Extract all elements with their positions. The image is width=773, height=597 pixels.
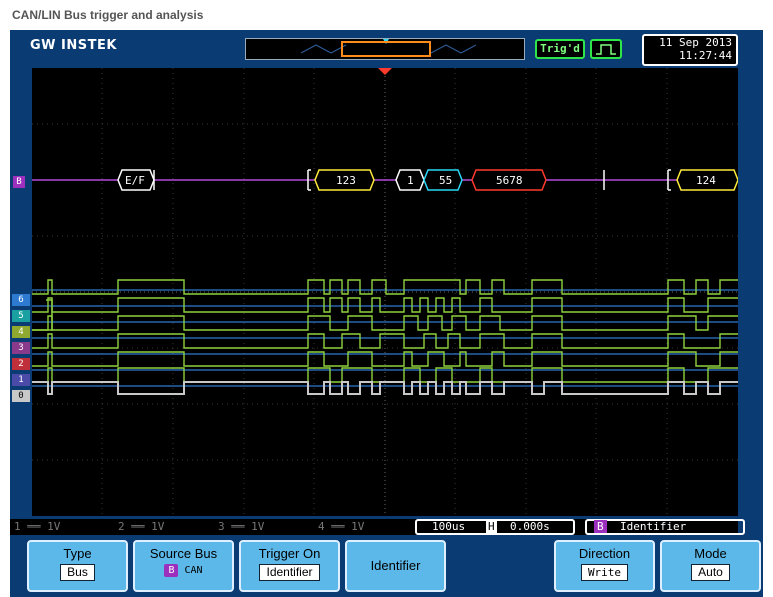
horizontal-icon: H (486, 520, 497, 533)
trigger-on-label: Trigger On (258, 546, 321, 561)
source-bus-value: CAN (184, 565, 203, 576)
waveform-screen[interactable] (32, 68, 738, 516)
decode-id2-label: 124 (696, 174, 716, 187)
bus-crc-frame (471, 169, 547, 191)
direction-value: Write (580, 564, 629, 581)
type-value: Bus (60, 564, 95, 581)
trigger-on-value: Identifier (259, 564, 320, 581)
identifier-menu-button[interactable]: Identifier (345, 540, 446, 592)
trigger-status-badge: Trig'd (535, 39, 585, 59)
decode-dlc-label: 1 (407, 174, 414, 187)
mode-value: Auto (691, 564, 730, 581)
channel-markers: 6 5 4 3 2 1 0 (12, 272, 30, 402)
trigger-pulse-icon (590, 39, 622, 59)
source-bus-menu-button[interactable]: Source Bus B CAN (133, 540, 234, 592)
mode-menu-button[interactable]: Mode Auto (660, 540, 761, 592)
time-text: 11:27:44 (679, 49, 732, 62)
ch1-status[interactable]: 1 ══ 1V (14, 520, 61, 533)
trigger-bus-badge: B (594, 520, 607, 533)
decode-data-label: 55 (439, 174, 453, 187)
type-menu-button[interactable]: Type Bus (27, 540, 128, 592)
trigger-source-box[interactable] (585, 519, 745, 535)
ch-marker-2[interactable]: 2 (12, 358, 30, 370)
timebase-value: 100us (432, 520, 466, 533)
bus-id2-frame (676, 169, 738, 191)
mode-label: Mode (694, 546, 727, 561)
memory-view-window[interactable] (341, 41, 431, 57)
bus-ef-frame (117, 169, 155, 191)
identifier-label: Identifier (370, 558, 421, 573)
channel-0-trace (32, 381, 738, 395)
date-time-display: 11 Sep 2013 11:27:44 (642, 34, 738, 66)
ch-marker-4[interactable]: 4 (12, 326, 30, 338)
position-value: 0.000s (510, 520, 550, 533)
bus-dlc-frame (395, 169, 425, 191)
date-text: 11 Sep 2013 (659, 36, 732, 49)
bus-b-marker[interactable]: B (13, 176, 25, 188)
decode-crc-label: 5678 (496, 174, 523, 187)
ch4-status[interactable]: 4 ══ 1V (318, 520, 365, 533)
ch-marker-6[interactable]: 6 (12, 294, 30, 306)
ch-marker-0[interactable]: 0 (12, 390, 30, 402)
ch3-status[interactable]: 3 ══ 1V (218, 520, 265, 533)
decode-ef-label: E/F (125, 174, 145, 187)
type-label: Type (63, 546, 92, 561)
channel-status-bar: 1 ══ 1V 2 ══ 1V 3 ══ 1V 4 ══ 1V 100us H … (10, 519, 745, 535)
trigger-position-marker (378, 68, 392, 75)
source-bus-label: Source Bus (149, 546, 218, 561)
ch2-status[interactable]: 2 ══ 1V (118, 520, 165, 533)
direction-menu-button[interactable]: Direction Write (554, 540, 655, 592)
source-bus-badge: B (164, 564, 179, 577)
trigger-on-menu-button[interactable]: Trigger On Identifier (239, 540, 340, 592)
ch-marker-1[interactable]: 1 (12, 374, 30, 386)
decode-id-label: 123 (336, 174, 356, 187)
ch-marker-3[interactable]: 3 (12, 342, 30, 354)
memory-overview-bar[interactable] (245, 38, 525, 60)
ch-marker-5[interactable]: 5 (12, 310, 30, 322)
trigger-on-status: Identifier (620, 520, 687, 533)
page-caption: CAN/LIN Bus trigger and analysis (12, 8, 204, 22)
brand-logo: GW INSTEK (30, 38, 117, 53)
bus-id-frame (314, 169, 375, 191)
direction-label: Direction (578, 546, 631, 561)
bus-data-frame (423, 169, 463, 191)
